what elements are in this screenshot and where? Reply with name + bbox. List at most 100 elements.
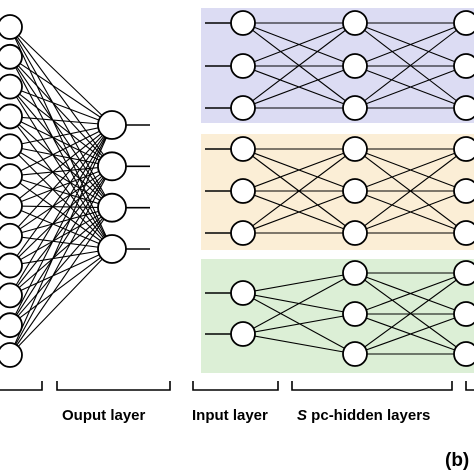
edge [242,22,356,67]
input-node-4 [0,103,23,130]
middle-layer3-node-1 [453,136,474,162]
edge [354,22,467,67]
bracket-left-input [0,381,43,391]
bottom-layer3-node-1 [453,260,474,286]
edge [9,205,113,209]
middle-layer3-node-2 [453,178,474,204]
bottom-layer3-node-2 [453,301,474,327]
edge [9,124,113,296]
edge [9,124,113,356]
edge [242,272,356,294]
edge [242,22,356,109]
edge [9,124,113,326]
edge [9,166,113,356]
edge [354,272,467,355]
edge [354,65,467,109]
bracket-right-edge [465,381,474,391]
panel-tag-label: (b) [445,450,469,471]
edge [354,22,467,109]
bracket-input-layer [192,381,279,391]
bracket-output-layer [56,381,171,391]
input-node-1 [0,14,23,40]
edge [9,124,113,237]
top-layer2-node-1 [342,10,368,36]
edge [354,272,467,315]
top-layer1-node-2 [230,53,256,79]
edge [9,207,113,237]
edge [9,115,113,126]
edge [9,124,113,266]
edge [9,248,113,267]
input-node-5 [0,133,23,160]
input-node-12 [0,342,23,368]
output-node-4 [97,234,127,264]
edge [9,207,113,326]
edge [9,175,113,209]
edge [9,124,113,177]
edge [354,313,467,355]
edge [242,272,356,335]
top-layer2-node-3 [342,95,368,121]
middle-layer2-node-2 [342,178,368,204]
edge [9,165,113,266]
edge [9,124,113,207]
top-layer3-node-3 [453,95,474,121]
top-layer1-node-1 [230,10,256,36]
edge [9,165,113,207]
edge [9,207,113,267]
bottom-layer3-node-3 [453,341,474,367]
input-node-6 [0,163,23,189]
top-layer3-node-1 [453,10,474,36]
output-node-1 [97,110,127,140]
edge [9,165,113,296]
input-node-11 [0,312,23,339]
edge [9,165,113,237]
middle-layer1-node-1 [230,136,256,162]
bracket-hidden-layers [291,381,453,391]
input-node-7 [0,193,23,219]
edge [242,190,356,234]
edge [354,148,467,234]
input-node-9 [0,252,23,279]
edge [242,333,356,355]
edge [354,148,467,192]
connection-edges [9,22,467,356]
hidden-layers-label: S pc-hidden layers [297,407,430,424]
edge [9,175,113,250]
top-layer2-node-2 [342,53,368,79]
edge [9,86,113,126]
edge [242,313,356,335]
middle-layer3-node-3 [453,220,474,246]
hidden-layers-label-s: S [297,407,307,424]
input-layer-label: Input layer [192,407,268,424]
middle-layer1-node-3 [230,220,256,246]
top-layer3-node-2 [453,53,474,79]
output-layer-label: Ouput layer [62,407,146,424]
edge [242,65,356,109]
bottom-layer1-node-2 [230,321,256,347]
input-node-3 [0,73,23,100]
input-node-8 [0,222,23,249]
edge [354,190,467,234]
neuron-nodes [0,10,474,368]
edge [9,207,113,296]
edge [9,165,113,177]
middle-layer1-node-2 [230,178,256,204]
edge [9,166,113,326]
edge [9,124,113,147]
output-node-3 [97,192,127,223]
bottom-layer2-node-1 [342,260,368,286]
hidden-layers-label-text: pc-hidden layers [307,407,430,424]
edge [9,248,113,326]
output-node-2 [97,151,127,182]
top-layer1-node-3 [230,95,256,121]
edge [9,205,113,250]
edge [9,248,113,356]
bottom-layer1-node-1 [230,280,256,306]
edge [9,248,113,296]
input-node-10 [0,282,23,309]
bottom-layer2-node-3 [342,341,368,367]
edge [9,207,113,356]
middle-layer2-node-1 [342,136,368,162]
